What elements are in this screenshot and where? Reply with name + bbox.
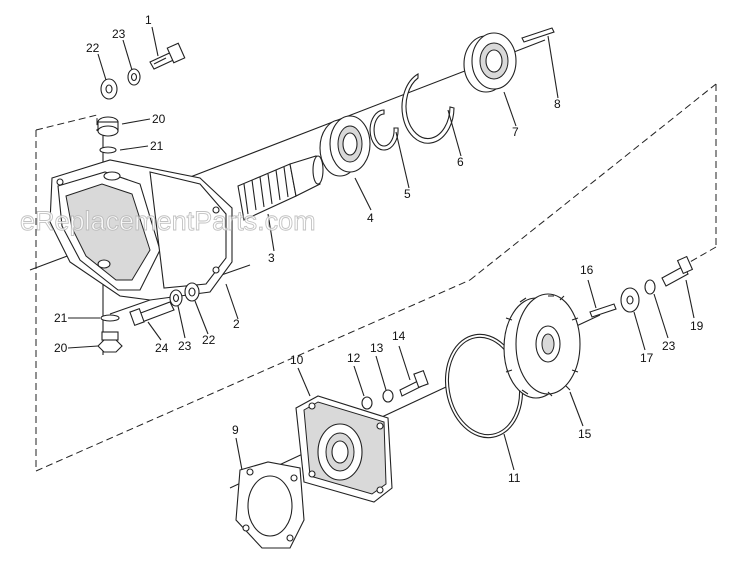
part-plug-20-bottom	[97, 331, 123, 353]
watermark-text: eReplacementParts.com	[20, 206, 316, 236]
callout-21-top: 21	[150, 139, 164, 153]
callout-1: 1	[145, 13, 152, 27]
part-washer-23-bottom	[169, 289, 183, 307]
callout-2: 2	[233, 317, 240, 331]
callout-12: 12	[347, 351, 361, 365]
part-bearing-7	[463, 32, 517, 93]
part-flange-10	[295, 395, 393, 503]
part-washer-13	[382, 389, 394, 403]
callout-15: 15	[578, 427, 592, 441]
part-bolt-14	[399, 370, 429, 397]
part-washer-17	[620, 287, 640, 313]
callout-20-bottom: 20	[54, 341, 68, 355]
part-washer-12	[361, 396, 373, 410]
callout-22-top: 22	[86, 41, 100, 55]
callout-24: 24	[155, 341, 169, 355]
part-gasket-9	[235, 461, 305, 549]
part-washer-23-right	[644, 279, 656, 295]
callout-11: 11	[508, 471, 521, 485]
part-snap-ring-5	[369, 109, 399, 151]
callout-10: 10	[290, 353, 304, 367]
callout-22-bottom: 22	[202, 333, 216, 347]
part-gear-15	[503, 293, 581, 399]
callout-20-top: 20	[152, 112, 166, 126]
part-plug-20-top	[97, 116, 119, 137]
callout-labels: 1 23 22 20 21 3 4 5 6 7 8 2 21 20 24 23 …	[54, 13, 704, 485]
callout-8: 8	[554, 97, 561, 111]
part-housing-2	[49, 159, 233, 301]
callout-4: 4	[367, 211, 374, 225]
part-washer-22-bottom	[184, 282, 200, 302]
callout-9: 9	[232, 423, 239, 437]
part-bolt-19	[661, 255, 694, 287]
callout-7: 7	[512, 125, 519, 139]
part-shaft-3	[237, 155, 324, 221]
callout-5: 5	[404, 187, 411, 201]
part-retaining-ring-6	[401, 73, 455, 144]
part-pin-16	[589, 303, 617, 318]
part-washer-23-top	[127, 68, 141, 86]
callout-23-right: 23	[662, 339, 676, 353]
part-oring-21-bottom	[100, 314, 120, 322]
callout-23-bottom: 23	[178, 339, 192, 353]
part-bearing-4	[319, 115, 371, 177]
part-oring-21-top	[99, 146, 117, 154]
callout-21-bottom: 21	[54, 311, 68, 325]
callout-17: 17	[640, 351, 654, 365]
callout-14: 14	[392, 329, 406, 343]
callout-6: 6	[457, 155, 464, 169]
part-bolt-24	[129, 301, 175, 326]
callout-19: 19	[690, 319, 704, 333]
callout-16: 16	[580, 263, 594, 277]
callout-23-top: 23	[112, 27, 126, 41]
callout-3: 3	[268, 251, 275, 265]
part-key-8	[521, 27, 555, 43]
part-washer-22-top	[100, 78, 118, 100]
part-bolt-1	[149, 42, 186, 70]
callout-13: 13	[370, 341, 384, 355]
assembly-dashed-lines	[35, 83, 717, 472]
leader-lines	[67, 26, 695, 471]
